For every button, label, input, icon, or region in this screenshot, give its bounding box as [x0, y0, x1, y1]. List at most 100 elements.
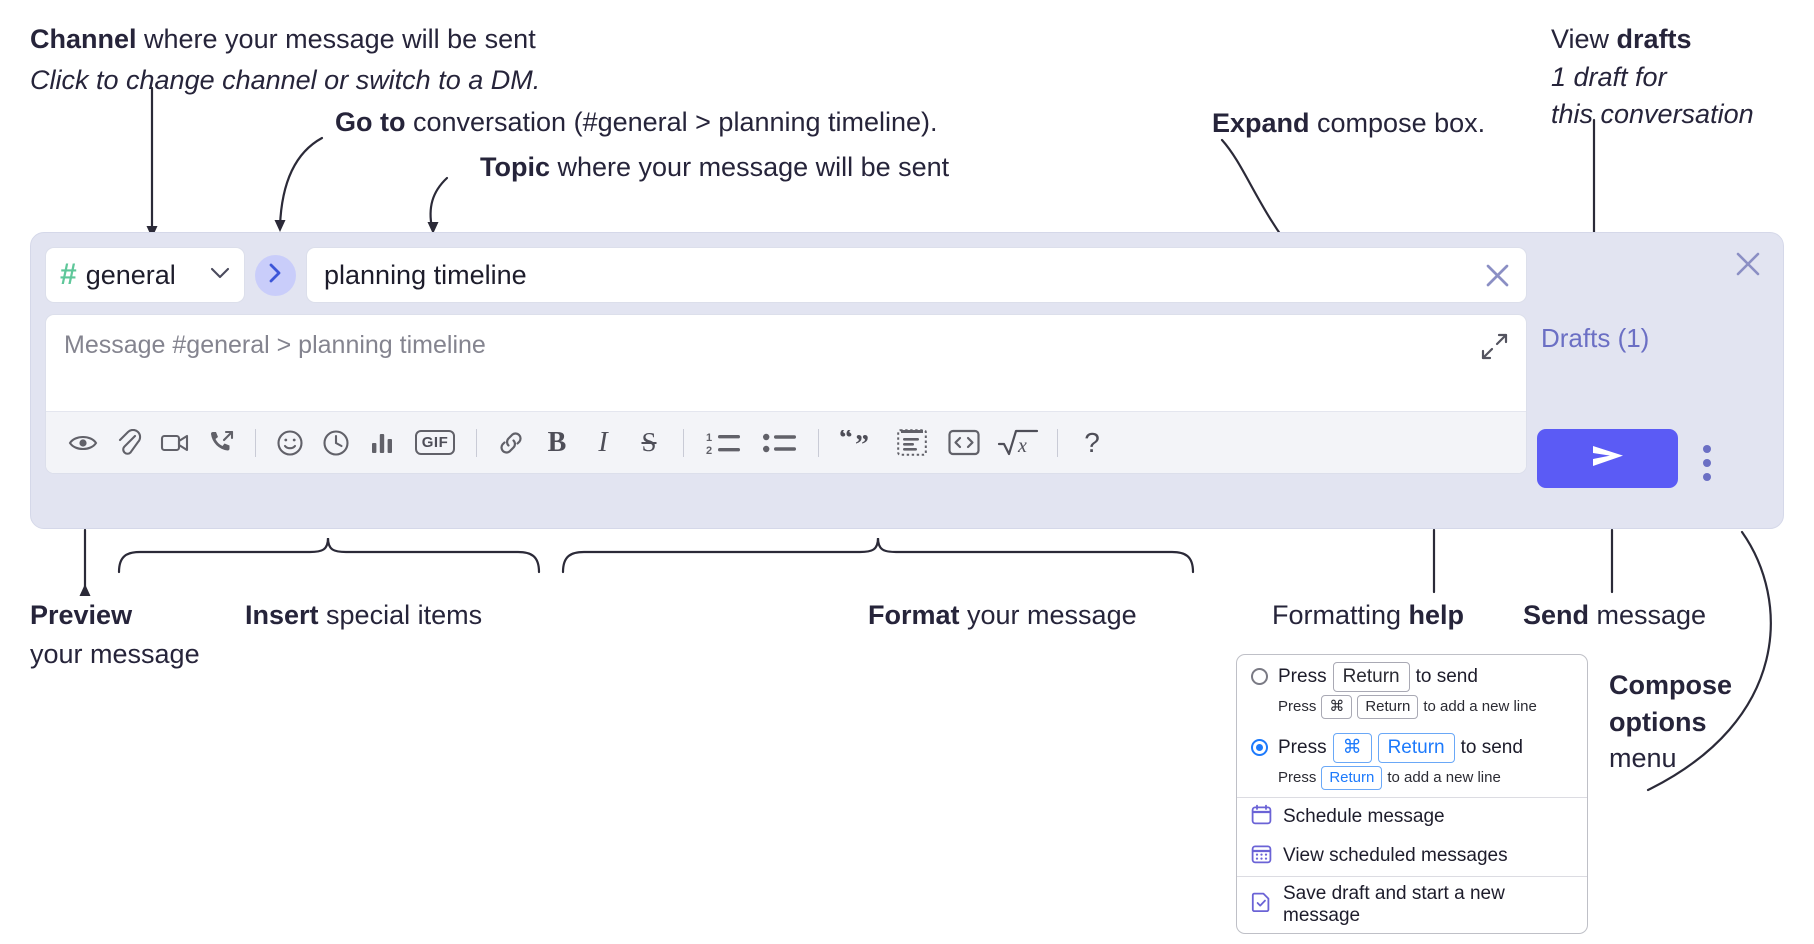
annotation-drafts-italic1: 1 draft for	[1551, 61, 1667, 92]
gif-badge-label: GIF	[414, 430, 456, 455]
annotation-preview: Preview your message	[30, 598, 200, 671]
math-button[interactable]: x	[990, 421, 1046, 465]
formatting-toolbar: GIF B I S	[46, 411, 1526, 473]
annotation-format-rest: your message	[959, 600, 1137, 630]
menu-option-label: Press ⌘ Return to send	[1278, 732, 1523, 763]
topic-input[interactable]: planning timeline	[306, 247, 1527, 303]
menu-option-cmd-return-to-send[interactable]: Press ⌘ Return to send	[1237, 726, 1587, 763]
menu-option-return-sub: Press ⌘ Return to add a new line	[1237, 692, 1587, 726]
calendar-icon	[1251, 804, 1272, 831]
svg-text:”: ”	[855, 430, 869, 456]
menu-option-label: Press Return to send	[1278, 662, 1478, 692]
menu-item-schedule-message[interactable]: Schedule message	[1237, 798, 1587, 837]
strikethrough-button[interactable]: S	[626, 421, 672, 465]
annotation-preview-bold: Preview	[30, 600, 133, 630]
message-input[interactable]: Message #general > planning timeline	[46, 315, 1526, 411]
emoji-button[interactable]	[267, 421, 313, 465]
toolbar-divider	[255, 428, 256, 457]
poll-button[interactable]	[359, 421, 405, 465]
blockquote-button[interactable]: “ ”	[830, 421, 886, 465]
compose-options-menu: Press Return to send Press ⌘ Return to a…	[1236, 654, 1588, 934]
key-return: Return	[1321, 765, 1383, 790]
attach-button[interactable]	[106, 421, 152, 465]
annotation-send-rest: message	[1589, 600, 1707, 630]
option1-post: to send	[1415, 665, 1478, 687]
menu-item-label: View scheduled messages	[1283, 845, 1508, 867]
compose-widget: # general planning timeline Messag	[30, 232, 1784, 529]
svg-text:“: “	[839, 430, 853, 454]
go-to-conversation-button[interactable]	[255, 254, 296, 296]
svg-text:1: 1	[706, 432, 712, 444]
annotation-topic-rest: where your message will be sent	[550, 152, 950, 182]
annotation-format-bold: Format	[868, 600, 960, 630]
preview-button[interactable]	[60, 421, 106, 465]
toolbar-divider	[683, 428, 684, 457]
file-check-icon	[1251, 891, 1272, 918]
option2-pre: Press	[1278, 736, 1327, 758]
close-icon[interactable]	[1733, 249, 1763, 284]
formatting-help-button[interactable]: ?	[1069, 421, 1115, 465]
option2-post: to send	[1460, 736, 1523, 758]
send-button[interactable]	[1537, 429, 1678, 488]
key-cmd: ⌘	[1332, 732, 1372, 763]
key-return: Return	[1377, 732, 1455, 763]
ordered-list-button[interactable]: 1 2	[695, 421, 753, 465]
annotation-channel-rest: where your message will be sent	[136, 24, 536, 54]
message-area: Message #general > planning timeline	[45, 314, 1527, 474]
compose-options-button[interactable]	[1703, 445, 1711, 481]
annotation-compose-options: Compose options menu	[1609, 668, 1732, 776]
reminder-button[interactable]	[313, 421, 359, 465]
more-options-icon	[1703, 445, 1711, 453]
menu-option-return-to-send[interactable]: Press Return to send	[1237, 655, 1587, 692]
link-button[interactable]	[488, 421, 534, 465]
audio-clip-button[interactable]	[198, 421, 244, 465]
annotation-goto: Go to conversation (#general > planning …	[335, 105, 938, 140]
radio-unselected-icon[interactable]	[1251, 668, 1268, 686]
annotation-compose-rest: menu	[1609, 743, 1677, 774]
key-return: Return	[1332, 662, 1410, 692]
annotation-topic: Topic where your message will be sent	[480, 150, 949, 185]
option2-sub-pre: Press	[1278, 769, 1317, 787]
annotation-channel: Channel where your message will be sent …	[30, 22, 540, 97]
annotation-drafts-bold: drafts	[1616, 24, 1692, 54]
message-placeholder: Message #general > planning timeline	[64, 331, 486, 359]
annotation-expand-bold: Expand	[1212, 108, 1310, 138]
gif-button[interactable]: GIF	[405, 421, 465, 465]
menu-item-label: Save draft and start a new message	[1283, 882, 1505, 926]
annotation-insert-bold: Insert	[245, 600, 319, 630]
annotation-insert-rest: special items	[318, 600, 483, 630]
bold-icon: B	[547, 426, 567, 458]
code-block-button[interactable]	[886, 421, 938, 465]
channel-name-label: general	[85, 259, 176, 290]
italic-icon: I	[598, 426, 608, 458]
annotation-goto-bold: Go to	[335, 107, 406, 137]
bulleted-list-button[interactable]	[753, 421, 807, 465]
key-cmd: ⌘	[1321, 694, 1353, 719]
expand-icon[interactable]	[1480, 332, 1509, 366]
more-options-icon	[1703, 473, 1711, 481]
strikethrough-icon: S	[641, 427, 657, 457]
close-icon[interactable]	[1483, 261, 1512, 290]
radio-selected-icon[interactable]	[1251, 739, 1268, 757]
annotation-drafts: View drafts 1 draft for this conversatio…	[1551, 22, 1754, 132]
channel-selector-button[interactable]: # general	[45, 247, 245, 303]
option1-pre: Press	[1278, 665, 1327, 687]
toolbar-divider	[476, 428, 477, 457]
bold-button[interactable]: B	[534, 421, 580, 465]
annotation-expand: Expand compose box.	[1212, 106, 1485, 141]
code-button[interactable]	[938, 421, 990, 465]
menu-item-save-draft[interactable]: Save draft and start a new message	[1237, 877, 1587, 933]
video-clip-button[interactable]	[152, 421, 198, 465]
menu-divider	[1237, 796, 1587, 798]
annotation-help-lead: Formatting	[1272, 600, 1409, 630]
annotation-goto-rest: conversation (#general > planning timeli…	[405, 107, 938, 137]
menu-divider	[1237, 875, 1587, 877]
option1-sub-post: to add a new line	[1423, 698, 1537, 716]
annotation-insert: Insert special items	[245, 598, 482, 633]
annotation-channel-bold: Channel	[30, 24, 137, 54]
menu-item-view-scheduled-messages[interactable]: View scheduled messages	[1237, 837, 1587, 876]
italic-button[interactable]: I	[580, 421, 626, 465]
question-mark-icon: ?	[1084, 426, 1100, 458]
annotation-send: Send message	[1523, 598, 1706, 633]
drafts-link[interactable]: Drafts (1)	[1541, 323, 1650, 353]
